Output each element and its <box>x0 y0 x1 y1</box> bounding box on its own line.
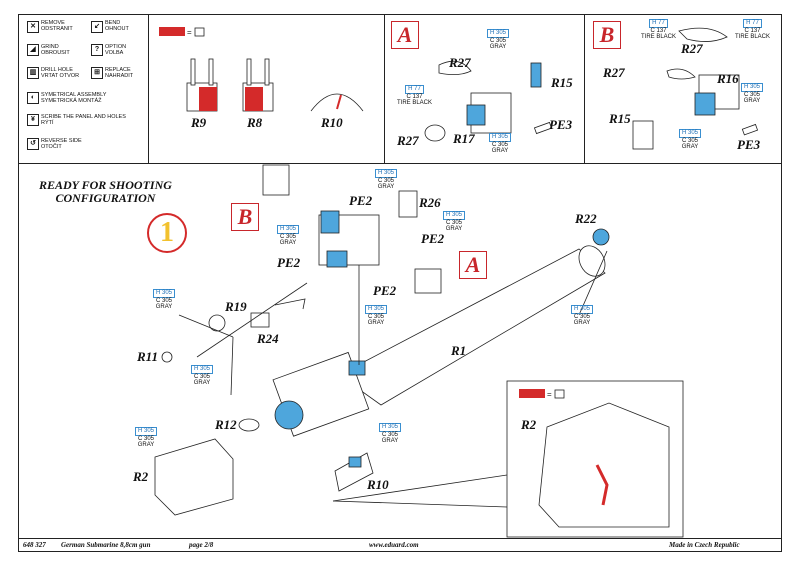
label-r2: R2 <box>133 469 149 484</box>
step-number: 1 <box>147 213 187 253</box>
legend-symmetric: SYMETRICAL ASSEMBLY SYMETRICKÁ MONTÁŽ <box>41 92 107 104</box>
svg-text:=: = <box>547 390 552 399</box>
remove-icon: ✕ <box>27 21 39 33</box>
label-pe3-b: PE3 <box>737 137 761 152</box>
legend-panel <box>19 15 149 163</box>
label-r2-inset: R2 <box>521 417 537 432</box>
label-r11: R11 <box>137 349 158 364</box>
label-r12: R12 <box>215 417 237 432</box>
main-b-letter: B <box>231 203 259 231</box>
label-r24: R24 <box>257 331 279 346</box>
label-r26: R26 <box>419 195 441 210</box>
panel-a <box>385 15 585 163</box>
label-r15-a: R15 <box>551 75 573 90</box>
footer-website: www.eduard.com <box>369 541 419 549</box>
label-pe2-4: PE2 <box>373 283 397 298</box>
panel-a-letter: A <box>391 21 419 49</box>
symmetric-icon: ◐ <box>27 92 39 104</box>
assembly-drawing: = <box>154 27 759 538</box>
label-r22: R22 <box>575 211 597 226</box>
legend-drill: DRILL HOLE VRTAT OTVOR <box>41 67 80 79</box>
footer-product: German Submarine 8,8cm gun <box>61 541 151 549</box>
label-pe2-1: PE2 <box>349 193 373 208</box>
scribe-icon: ¥ <box>27 114 39 126</box>
footer-page: page 2/8 <box>189 541 214 549</box>
footer-made-in: Made in Czech Republic <box>669 541 740 549</box>
reverse-icon: ↺ <box>27 138 39 150</box>
main-a-letter: A <box>459 251 487 279</box>
label-r10-top: R10 <box>321 115 343 130</box>
label-pe2-2: PE2 <box>421 231 445 246</box>
replace-icon: ⊞ <box>91 67 103 79</box>
label-pe3-a: PE3 <box>549 117 573 132</box>
parts-panel <box>149 15 385 163</box>
label-r19: R19 <box>225 299 247 314</box>
legend-bend: BEND OHNOUT <box>105 20 129 32</box>
footer: 648 327 German Submarine 8,8cm gun page … <box>19 538 781 551</box>
legend-replace: REPLACE NAHRADIT <box>105 67 134 79</box>
divider <box>19 163 781 164</box>
drill-icon: ▥ <box>27 67 39 79</box>
legend-grind: GRIND OBROUSIT <box>41 44 70 56</box>
label-r27-a1: R27 <box>449 55 471 70</box>
instruction-sheet: ✕ REMOVE ODSTRANIT ↙ BEND OHNOUT ◢ GRIND… <box>18 14 782 552</box>
legend-option: OPTION VOLBA <box>105 44 127 56</box>
label-r15-b: R15 <box>609 111 631 126</box>
label-r1: R1 <box>451 343 467 358</box>
footer-code: 648 327 <box>23 541 46 549</box>
label-r27-b1: R27 <box>681 41 703 56</box>
label-r27-a2: R27 <box>397 133 419 148</box>
panel-b-letter: B <box>593 21 621 49</box>
label-r17-a: R17 <box>453 131 475 146</box>
label-r10: R10 <box>367 477 389 492</box>
option-icon: ? <box>91 44 103 56</box>
legend-scribe: SCRIBE THE PANEL AND HOLES RÝTÍ <box>41 114 126 126</box>
label-r8: R8 <box>247 115 263 130</box>
bend-icon: ↙ <box>91 21 103 33</box>
step-title: READY FOR SHOOTING CONFIGURATION <box>39 178 172 205</box>
label-r9: R9 <box>191 115 207 130</box>
label-pe2-3: PE2 <box>277 255 301 270</box>
grind-icon: ◢ <box>27 44 39 56</box>
label-r16-b: R16 <box>717 71 739 86</box>
svg-text:=: = <box>187 28 192 37</box>
label-r27-b2: R27 <box>603 65 625 80</box>
legend-remove: REMOVE ODSTRANIT <box>41 20 73 32</box>
legend-reverse: REVERSE SIDE OTOČIT <box>41 138 82 150</box>
